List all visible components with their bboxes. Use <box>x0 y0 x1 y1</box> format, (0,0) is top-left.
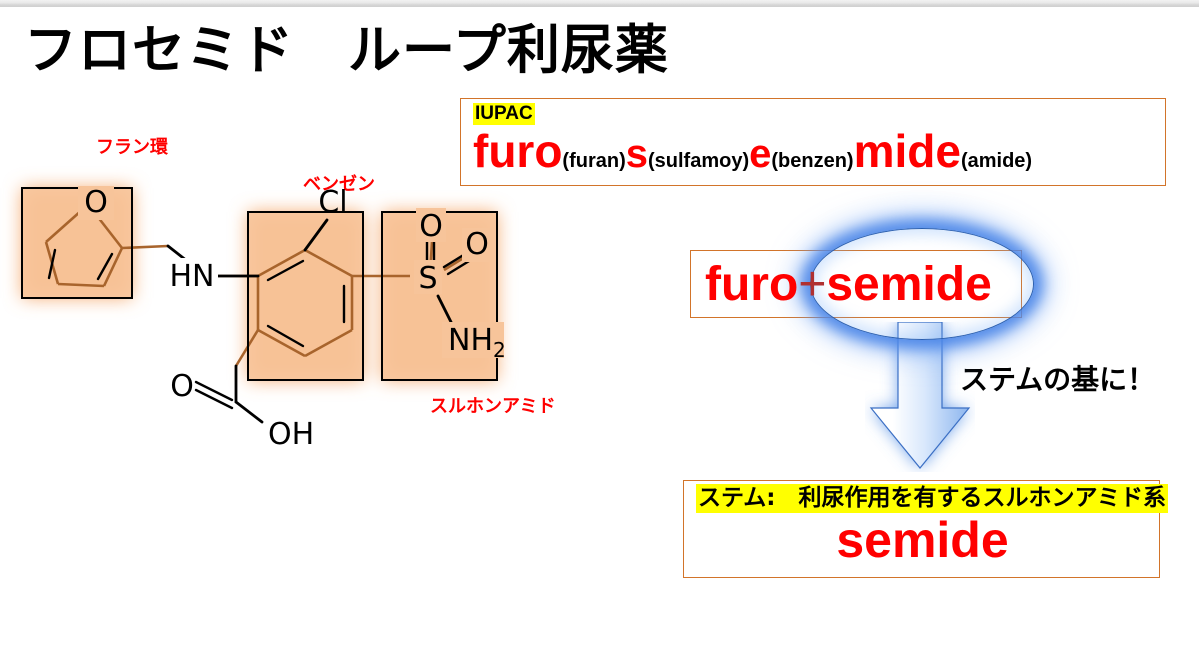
atom-hydroxyl: OH <box>268 417 314 452</box>
atom-sulfonyl-oxygen-1: O <box>419 209 443 244</box>
atom-carbonyl-oxygen: O <box>170 369 194 404</box>
highlight-outlines <box>21 187 498 381</box>
atom-labels: O HN Cl S O O NH2 O OH <box>78 185 506 452</box>
iupac-part-mide: mide <box>853 125 961 177</box>
furo-part: furo <box>705 258 799 311</box>
iupac-part-e: e <box>749 132 772 176</box>
stem-word: semide <box>836 512 1009 568</box>
iupac-box: IUPAC furo(furan)s(sulfamoy)e(benzen)mid… <box>460 98 1166 186</box>
iupac-note-benzen: (benzen) <box>771 150 854 172</box>
iupac-note-amide: (amide) <box>960 150 1033 172</box>
plus-sign: + <box>798 258 827 311</box>
atom-sulfur: S <box>418 261 437 296</box>
structure-label-furan: フラン環 <box>96 137 168 158</box>
atom-amine-hn: HN <box>170 259 215 294</box>
structure-label-sulfonamide: スルホンアミド <box>430 396 556 417</box>
iupac-tag: IUPAC <box>473 103 535 125</box>
iupac-part-s: s <box>625 132 648 176</box>
iupac-note-furan: (furan) <box>562 150 626 172</box>
atom-chlorine: Cl <box>318 185 347 220</box>
iupac-note-sulfamoy: (sulfamoy) <box>648 150 750 172</box>
semide-part: semide <box>826 258 992 311</box>
iupac-breakdown: furo(furan)s(sulfamoy)e(benzen)mide(amid… <box>473 124 1163 178</box>
window-top-strip <box>0 0 1199 7</box>
page-title: フロセミド ループ利尿薬 <box>24 20 669 81</box>
furo-semide-text: furo+semide <box>705 255 992 315</box>
iupac-part-furo: furo <box>473 125 563 177</box>
atom-furan-oxygen: O <box>84 185 108 220</box>
stem-note-text: ステムの基に！ <box>960 363 1156 396</box>
atom-sulfonyl-oxygen-2: O <box>465 227 489 262</box>
structure-label-benzene: ベンゼン <box>303 174 375 195</box>
furo-semide-box: furo+semide <box>690 250 1022 318</box>
stem-definition-box: ステム: 利尿作用を有するスルホンアミド系 semide <box>683 480 1169 578</box>
stem-header: ステム: 利尿作用を有するスルホンアミド系 <box>696 484 1169 513</box>
down-arrow-icon <box>869 322 971 469</box>
furosemide-structure-diagram: O HN Cl S O O NH2 O OH <box>21 185 506 452</box>
